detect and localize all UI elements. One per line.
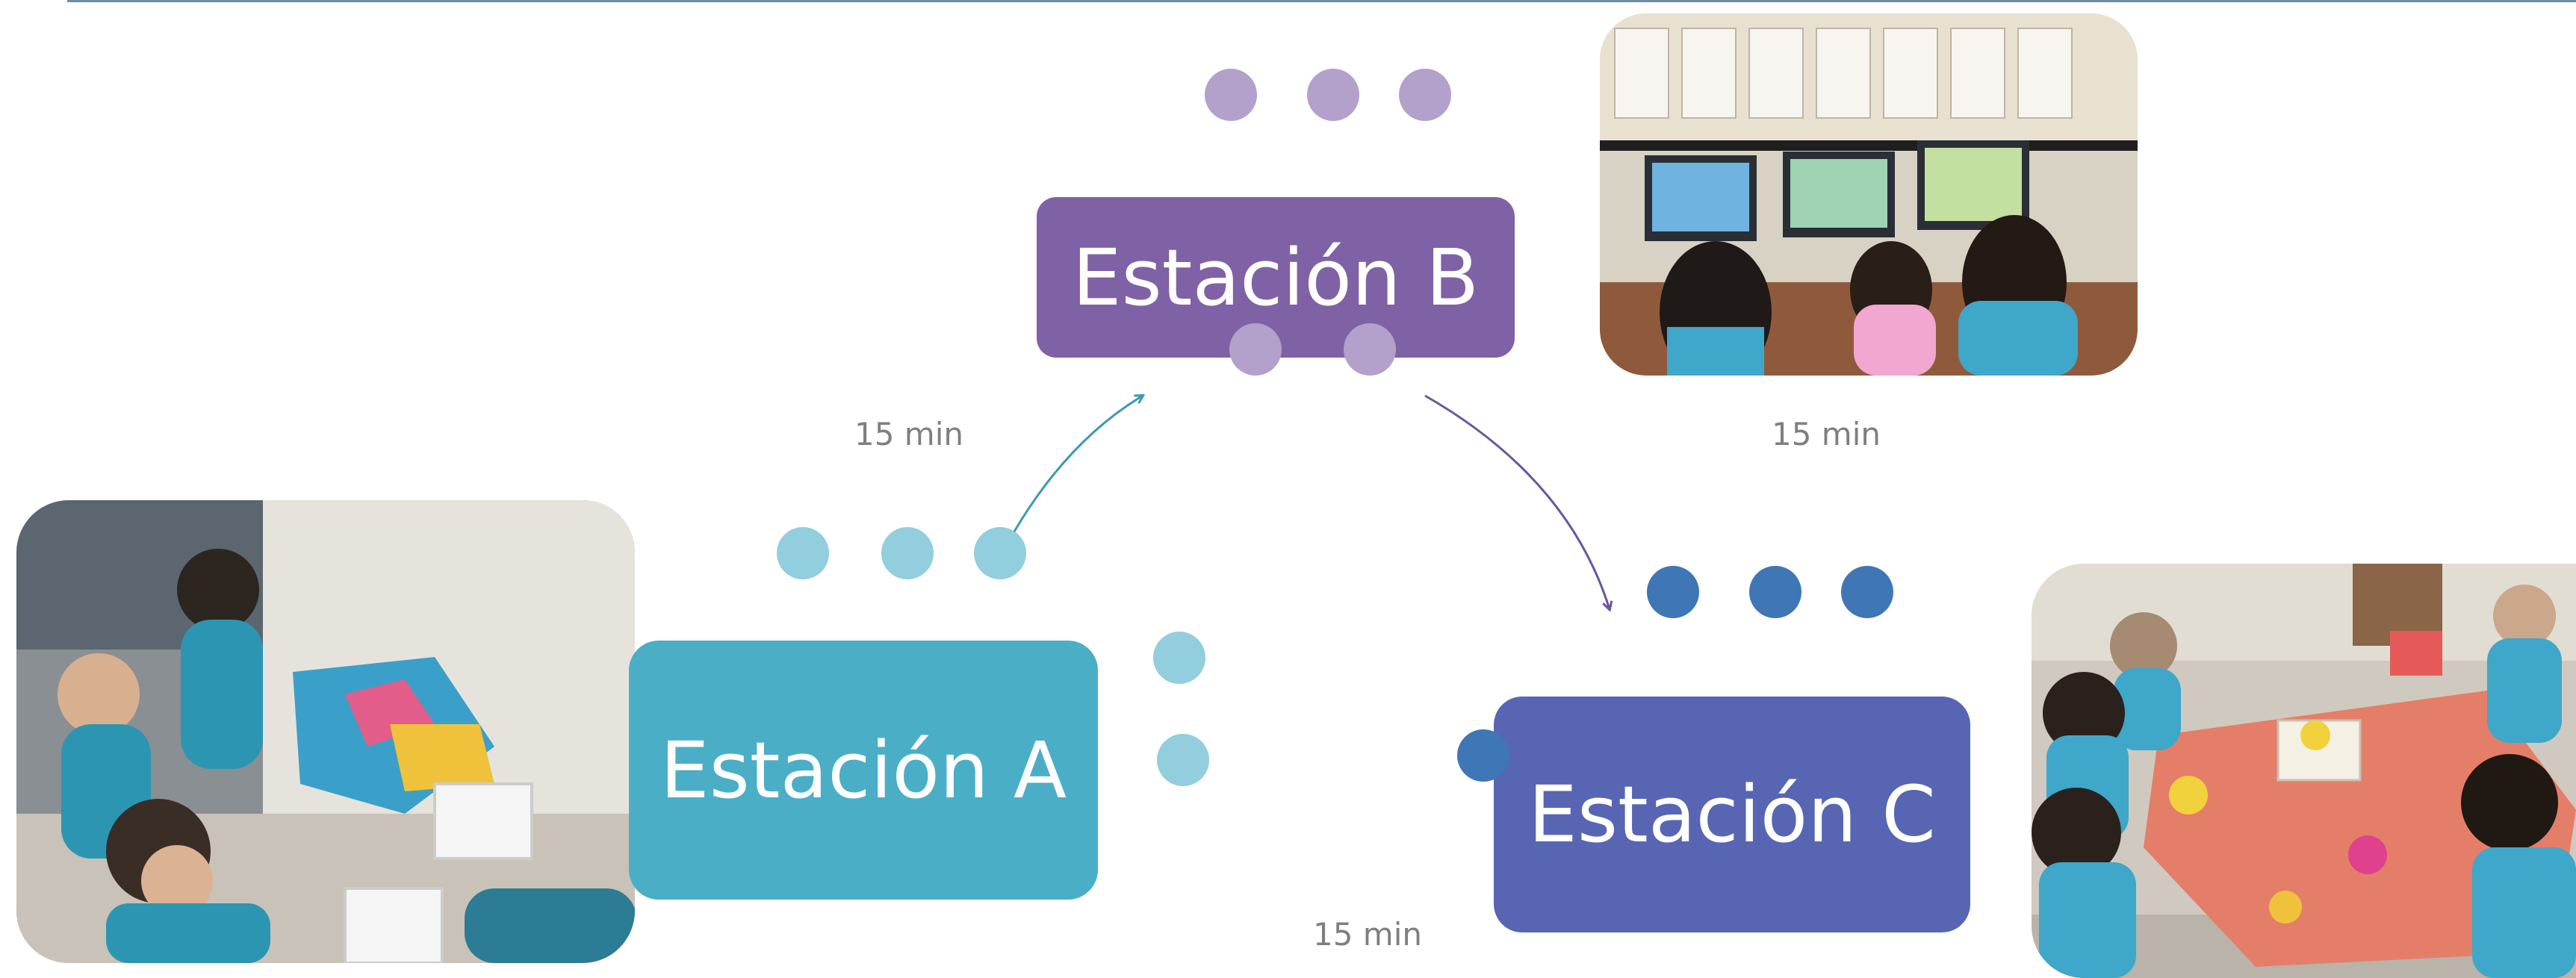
station-a-dot: [1153, 632, 1205, 684]
station-b-dot: [1229, 323, 1282, 376]
arrow-b-to-c: [1424, 394, 1610, 609]
time-label-b-to-c: 15 min: [1772, 416, 1881, 452]
station-c-dot: [1749, 566, 1801, 618]
station-a-dot: [1157, 734, 1209, 786]
station-b-label: Estación B: [1072, 231, 1480, 323]
station-a-dot: [777, 527, 829, 579]
time-label-a-to-b: 15 min: [854, 416, 963, 452]
station-b-dot: [1344, 323, 1396, 376]
station-b-dot: [1205, 69, 1257, 121]
station-c-dot: [1647, 566, 1699, 618]
station-c-dot: [1457, 729, 1509, 782]
station-b-dot: [1399, 69, 1451, 121]
arrow-a-to-b: [1013, 396, 1143, 532]
station-a-box: Estación A: [629, 641, 1098, 900]
station-b-dot: [1307, 69, 1359, 121]
station-b-box: Estación B: [1037, 197, 1515, 358]
station-c-box: Estación C: [1494, 697, 1970, 932]
station-a-photo: [16, 500, 635, 963]
top-divider-line: [67, 0, 2576, 2]
station-c-photo: [2032, 564, 2576, 978]
station-a-dot: [881, 527, 934, 579]
time-label-c-to-a: 15 min: [1313, 916, 1422, 953]
station-a-label: Estación A: [659, 724, 1067, 816]
station-c-dot: [1841, 566, 1893, 618]
station-c-label: Estación C: [1528, 769, 1936, 860]
station-b-photo: [1600, 13, 2138, 376]
station-a-dot: [974, 527, 1026, 579]
